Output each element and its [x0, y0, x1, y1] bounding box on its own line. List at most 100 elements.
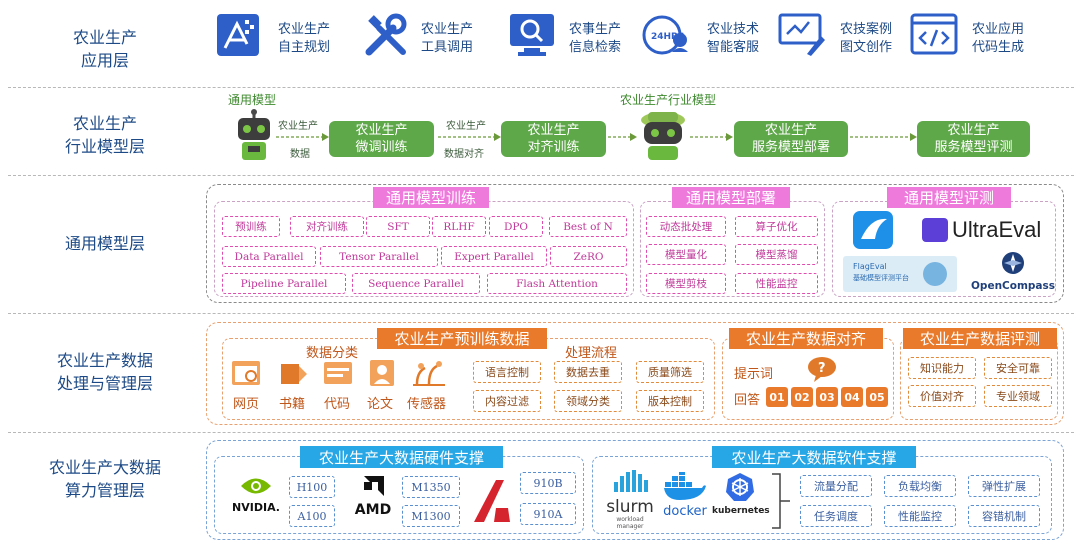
npu-910a: 910A	[520, 503, 576, 525]
slurm-logo: slurm workload manager	[602, 468, 658, 530]
flow-dedup: 数据去重	[554, 361, 622, 383]
tag-best-of-n: Best of N	[549, 216, 627, 237]
question-bubble-icon: ?	[806, 355, 842, 383]
nvidia-eye-icon	[241, 478, 271, 494]
drawing-tablet-icon	[777, 12, 827, 58]
gpu-a100: A100	[289, 505, 335, 527]
flow-domain: 领域分类	[554, 390, 622, 412]
tag-zero: ZeRO	[550, 246, 627, 267]
robot-icon	[232, 108, 276, 162]
arrow1-top-label: 农业生产	[278, 121, 318, 132]
gpu-h100: H100	[289, 476, 335, 498]
deploy-box: 农业生产服务模型部署	[734, 121, 848, 157]
general-model-title: 通用模型	[228, 93, 277, 107]
tag-operator-opt: 算子优化	[735, 216, 818, 237]
general-deploy-title: 通用模型部署	[672, 187, 790, 208]
opencompass-icon	[1002, 252, 1024, 274]
arrow-5	[850, 133, 917, 141]
data-pretrain-title: 农业生产预训练数据	[377, 328, 547, 349]
sensor-icon	[411, 358, 447, 388]
eval-value: 价值对齐	[908, 385, 976, 407]
docker-whale-icon	[664, 470, 706, 500]
data-eval-group	[900, 338, 1058, 420]
hw-title: 农业生产大数据硬件支撑	[300, 446, 503, 468]
eval-box: 农业生产服务模型评测	[917, 121, 1030, 157]
layer-label-app: 农业生产 应用层	[72, 28, 137, 70]
arrow-2	[438, 133, 501, 141]
planning-icon	[217, 14, 259, 56]
tag-flash-attention: Flash Attention	[487, 273, 627, 294]
customer-service-icon: 24HRS	[642, 12, 690, 58]
gpu-m1350: M1350	[402, 476, 460, 498]
class-book: 书籍	[279, 397, 306, 412]
layer-label-data: 农业生产数据 处理与管理层	[56, 351, 153, 393]
app-code-label: 农业应用代码生成	[972, 22, 1025, 55]
tag-tensor-parallel: Tensor Parallel	[320, 246, 438, 267]
layer-label-general: 通用模型层	[64, 234, 145, 253]
general-train-title: 通用模型训练	[373, 187, 489, 208]
tag-perf-monitor: 性能监控	[735, 273, 818, 294]
tag-rlhf: RLHF	[432, 216, 486, 237]
nvidia-logo: NVIDIA.	[228, 475, 284, 517]
align-box: 农业生产对齐训练	[501, 121, 606, 157]
code-window-icon	[909, 12, 959, 58]
tag-sequence-parallel: Sequence Parallel	[352, 273, 480, 294]
general-layer-frame	[206, 184, 1064, 303]
industry-model-title: 农业生产行业模型	[620, 93, 717, 107]
arrow2-bottom-label: 数据对齐	[444, 149, 484, 160]
arrow-4	[690, 133, 733, 141]
tag-pruning: 模型剪枝	[646, 273, 726, 294]
tag-dynamic-batch: 动态批处理	[646, 216, 726, 237]
app-tools-label: 农业生产工具调用	[421, 22, 474, 55]
data-align-title: 农业生产数据对齐	[729, 328, 883, 349]
flow-lang: 语言控制	[473, 361, 541, 383]
sw-traffic: 流量分配	[800, 475, 872, 497]
class-code: 代码	[324, 397, 351, 412]
tag-dpo: DPO	[489, 216, 543, 237]
class-web: 网页	[233, 397, 260, 412]
slurm-wave-icon	[614, 470, 648, 492]
answer-num-3: 03	[816, 387, 838, 407]
eval-knowledge: 知识能力	[908, 357, 976, 379]
eval-safety: 安全可靠	[984, 357, 1052, 379]
tag-distillation: 模型蒸馏	[735, 244, 818, 265]
sw-perf: 性能监控	[884, 505, 956, 527]
class-paper: 论文	[367, 397, 394, 412]
book-icon	[279, 360, 309, 388]
eval-domain: 专业领域	[984, 385, 1052, 407]
tag-pipeline-parallel: Pipeline Parallel	[222, 273, 346, 294]
svg-text:?: ?	[818, 361, 826, 376]
sw-fault: 容错机制	[968, 505, 1040, 527]
finetune-box: 农业生产微调训练	[329, 121, 434, 157]
ascend-logo-icon	[470, 478, 514, 524]
tag-quantization: 模型量化	[646, 244, 726, 265]
kubernetes-logo: kubernetes	[712, 472, 770, 522]
tag-align-train: 对齐训练	[290, 216, 364, 237]
answer-num-4: 04	[841, 387, 863, 407]
tag-expert-parallel: Expert Parallel	[441, 246, 547, 267]
flow-quality: 质量筛选	[636, 361, 704, 383]
sw-title: 农业生产大数据软件支撑	[712, 446, 916, 468]
app-service-label: 农业技术智能客服	[707, 22, 760, 55]
paper-icon	[367, 358, 397, 388]
compute-layer-frame	[206, 440, 1064, 540]
answer-num-1: 01	[766, 387, 788, 407]
answer-num-2: 02	[791, 387, 813, 407]
flageval-logo: FlagEval 基础模型评测平台	[843, 256, 957, 292]
flageval-globe-icon	[923, 262, 947, 286]
kubernetes-wheel-icon	[726, 473, 754, 501]
general-eval-title: 通用模型评测	[887, 187, 1011, 208]
arrow-3	[608, 133, 637, 141]
tag-sft: SFT	[366, 216, 430, 237]
prompt-label: 提示词	[734, 367, 774, 382]
class-sensor: 传感器	[407, 397, 447, 412]
data-class-title: 数据分类	[306, 346, 359, 361]
ultraeval-mark-icon	[922, 218, 948, 242]
arrow2-top-label: 农业生产	[446, 121, 486, 132]
bird-logo	[853, 211, 893, 249]
tools-icon	[363, 12, 409, 58]
code-icon	[323, 360, 353, 388]
data-eval-title: 农业生产数据评测	[903, 328, 1057, 349]
data-flow-title: 处理流程	[565, 346, 618, 361]
app-search-label: 农事生产信息检索	[569, 22, 622, 55]
